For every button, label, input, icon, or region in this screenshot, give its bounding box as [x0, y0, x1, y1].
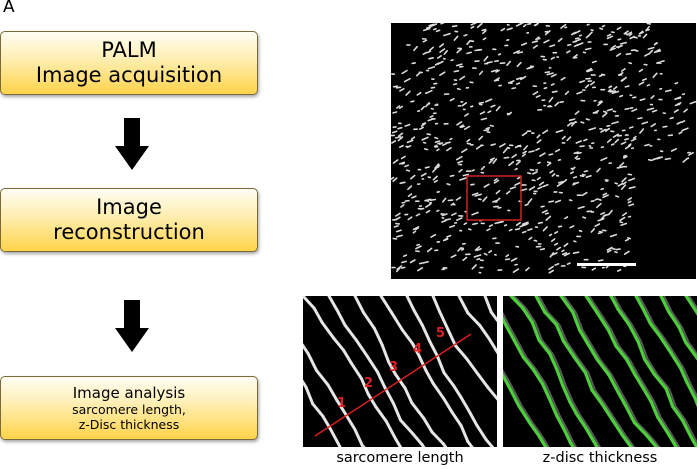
step1-line2: Image acquisition [35, 63, 223, 87]
marker-4: 4 [413, 342, 422, 357]
step-image-acquisition: PALM Image acquisition [0, 31, 258, 95]
scale-bar [577, 263, 636, 266]
roi-box [466, 175, 522, 221]
z-disc-thickness-image [503, 296, 697, 447]
marker-1: 1 [337, 396, 346, 411]
caption-sarcomere-length: sarcomere length [336, 450, 464, 466]
down-arrow-icon [115, 118, 149, 170]
zoom-sarcomere-length: 1 2 3 4 5 [303, 296, 497, 447]
sarcomere-length-image: 1 2 3 4 5 [303, 296, 497, 447]
panel-label: A [3, 0, 15, 17]
marker-3: 3 [389, 360, 398, 375]
step-image-analysis: Image analysis sarcomere length, z-Disc … [0, 376, 258, 440]
step3-line1: Image analysis [72, 383, 186, 402]
caption-z-disc-thickness: z-disc thickness [542, 450, 658, 466]
step3-line2: sarcomere length, [72, 401, 186, 417]
down-arrow-icon [115, 300, 149, 352]
zoom-z-disc-thickness [503, 296, 697, 447]
overview-micrograph [391, 23, 696, 279]
marker-5: 5 [436, 326, 445, 341]
step1-line1: PALM [101, 38, 157, 62]
marker-2: 2 [364, 376, 373, 391]
overview-image [391, 23, 696, 274]
step3-line3: z-Disc thickness [78, 416, 180, 432]
step2-line1: Image [96, 195, 162, 219]
step2-line2: reconstruction [53, 220, 205, 244]
measurement-line [314, 333, 472, 437]
step-image-reconstruction: Image reconstruction [0, 188, 258, 252]
